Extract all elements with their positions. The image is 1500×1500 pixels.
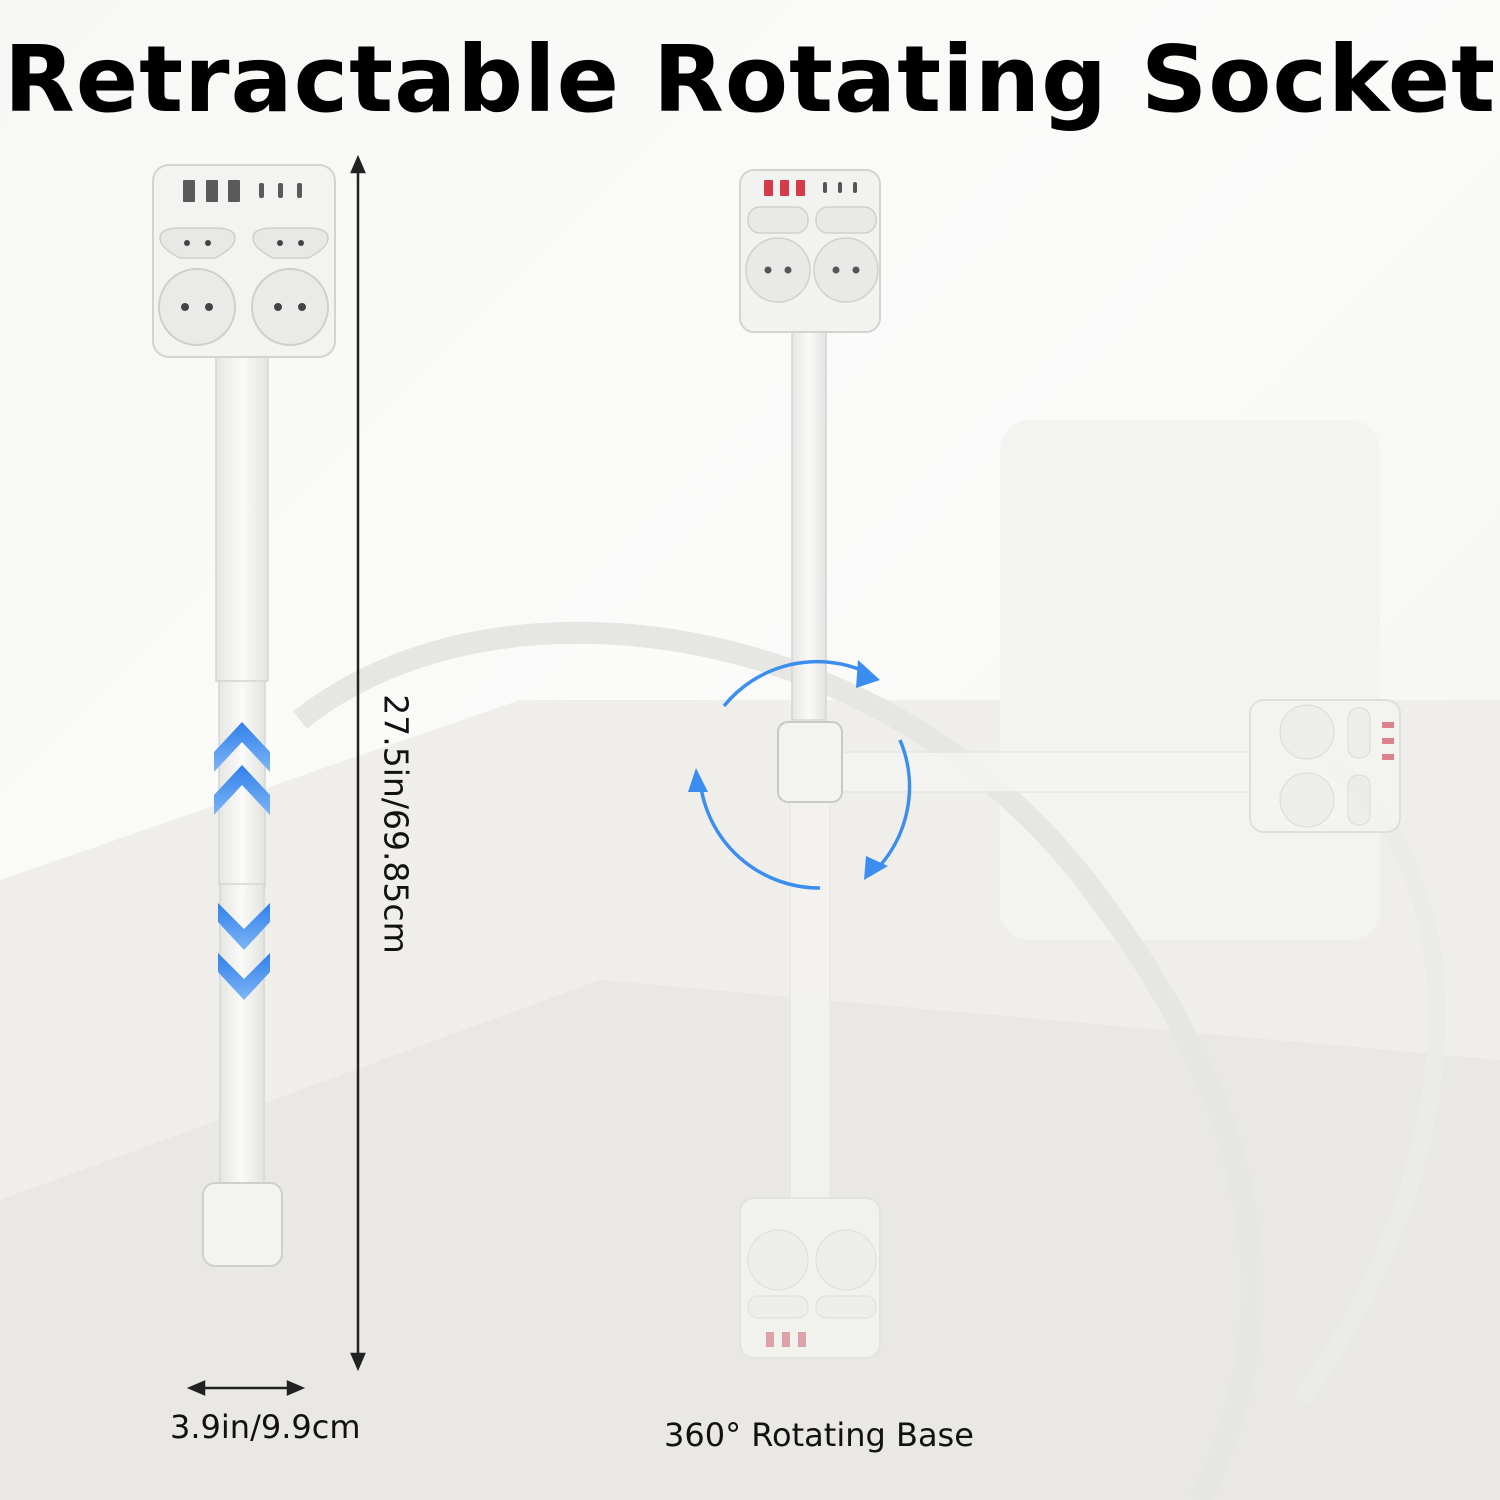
page-title: Retractable Rotating Socket: [3, 26, 1497, 133]
width-dimension-label: 3.9in/9.9cm: [170, 1408, 361, 1446]
upper-pole: [215, 355, 269, 682]
extended-socket: [152, 164, 336, 1267]
rotate-arrows-icon: [698, 659, 912, 890]
rotating-base-caption: 360° Rotating Base: [664, 1416, 974, 1454]
usb-ports: [183, 180, 302, 202]
double-chevron-up-icon: [214, 722, 270, 815]
demo-arm: [791, 329, 827, 721]
euro-sockets: [159, 227, 329, 259]
demo-socket-bottom: [739, 1197, 881, 1359]
schuko-sockets: [158, 268, 329, 346]
dimension-arrow-icon: [186, 154, 366, 1396]
rotating-socket-demo: [688, 169, 1401, 1359]
height-dimension-label: 27.5in/69.85cm: [376, 694, 416, 954]
rotating-base: [777, 721, 843, 803]
demo-socket-right: [1249, 699, 1401, 833]
double-chevron-down-icon: [218, 903, 270, 1000]
base-plate: [202, 1182, 283, 1267]
